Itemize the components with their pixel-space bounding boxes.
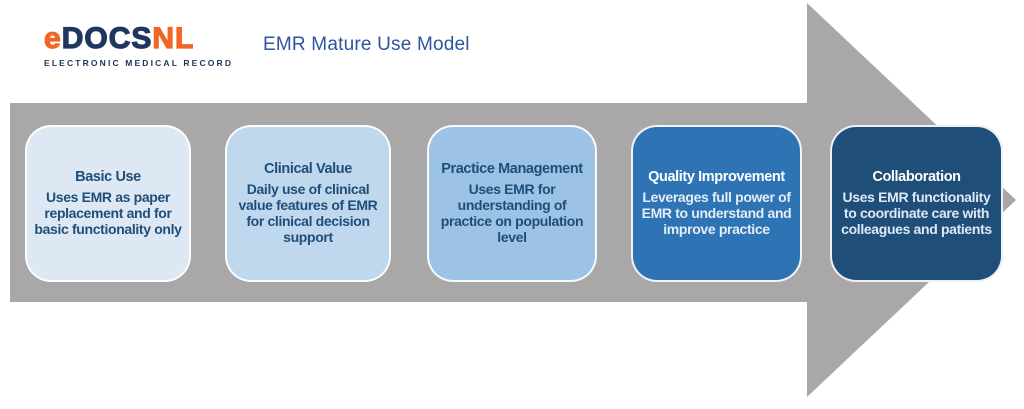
stage-card-basic-use: Basic Use Uses EMR as paper replacement … [25,125,191,282]
logo-letters-nl: NL [152,22,195,55]
stage-title: Practice Management [441,160,583,177]
stage-description: Daily use of clinical value features of … [238,181,378,246]
stage-title: Collaboration [872,168,961,185]
stage-title: Quality Improvement [648,168,785,185]
stage-card-collaboration: Collaboration Uses EMR functionality to … [830,125,1003,282]
stage-card-quality-improvement: Quality Improvement Leverages full power… [631,125,802,282]
edocsnl-logo: eDOCSNL ELECTRONIC MEDICAL RECORD [43,22,234,68]
stage-description: Leverages full power of EMR to understan… [641,189,792,238]
stage-description: Uses EMR for understanding of practice o… [440,181,584,246]
stage-title: Basic Use [75,168,141,185]
stage-description: Uses EMR as paper replacement and for ba… [34,189,182,238]
stage-description: Uses EMR functionality to coordinate car… [841,189,992,238]
stage-card-practice-management: Practice Management Uses EMR for underst… [427,125,597,282]
logo-letter-e: e [43,22,62,55]
stage-card-clinical-value: Clinical Value Daily use of clinical val… [225,125,391,282]
page-title: EMR Mature Use Model [263,34,470,55]
logo-letters-docs: DOCS [61,22,153,55]
edocsnl-logo-wordmark: eDOCSNL [43,22,233,55]
stage-title: Clinical Value [264,160,352,177]
logo-tagline: ELECTRONIC MEDICAL RECORD [44,58,234,68]
